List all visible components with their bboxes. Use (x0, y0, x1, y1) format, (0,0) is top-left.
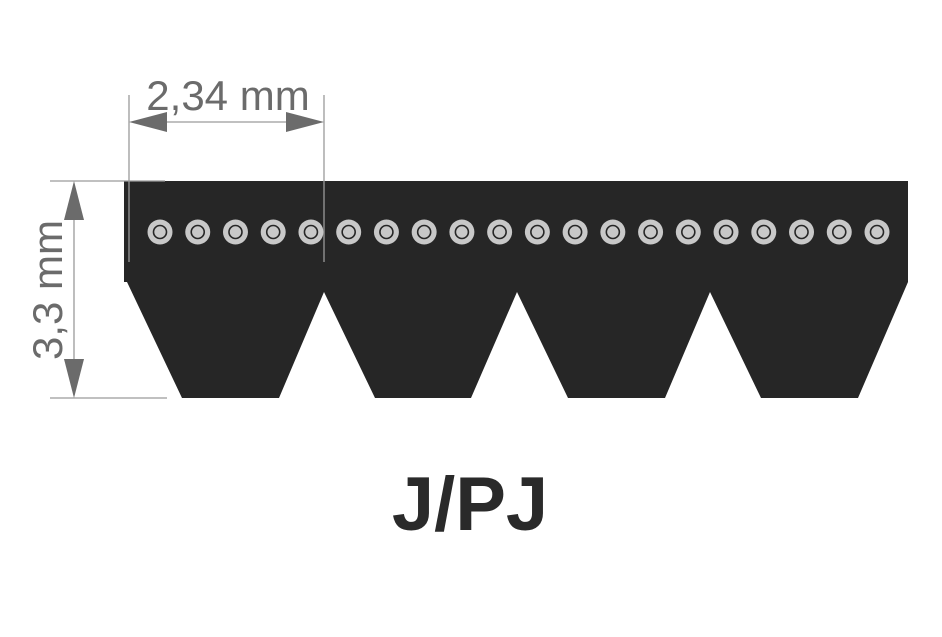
arrow-down-icon (64, 359, 84, 398)
cord-core (794, 224, 809, 240)
tension-cords (147, 219, 890, 245)
width-label: 2,34 mm (146, 72, 309, 119)
cord-core (567, 224, 583, 240)
cord-core (152, 224, 168, 240)
cord-core (681, 224, 696, 240)
height-dimension (50, 180, 167, 399)
cord-core (530, 224, 545, 240)
cord-core (756, 224, 772, 240)
arrow-up-icon (64, 181, 84, 220)
width-dimension (128, 95, 325, 262)
arrow-left-icon (129, 112, 167, 132)
cord-core (643, 224, 658, 240)
cord-core (718, 224, 734, 240)
cord-core (831, 224, 847, 240)
cord-core (605, 224, 621, 240)
cord-core (265, 224, 281, 240)
arrow-right-icon (286, 112, 324, 132)
profile-title: J/PJ (392, 462, 548, 547)
cord-core (492, 224, 507, 240)
cord-core (228, 224, 243, 240)
cord-core (869, 224, 885, 240)
cord-core (416, 224, 432, 240)
cord-core (190, 224, 206, 240)
belt-profile (124, 181, 908, 398)
cord-core (379, 224, 394, 240)
cord-core (454, 224, 470, 240)
cord-core (303, 224, 319, 240)
height-label: 3,3 mm (24, 220, 71, 360)
cord-core (341, 224, 356, 240)
